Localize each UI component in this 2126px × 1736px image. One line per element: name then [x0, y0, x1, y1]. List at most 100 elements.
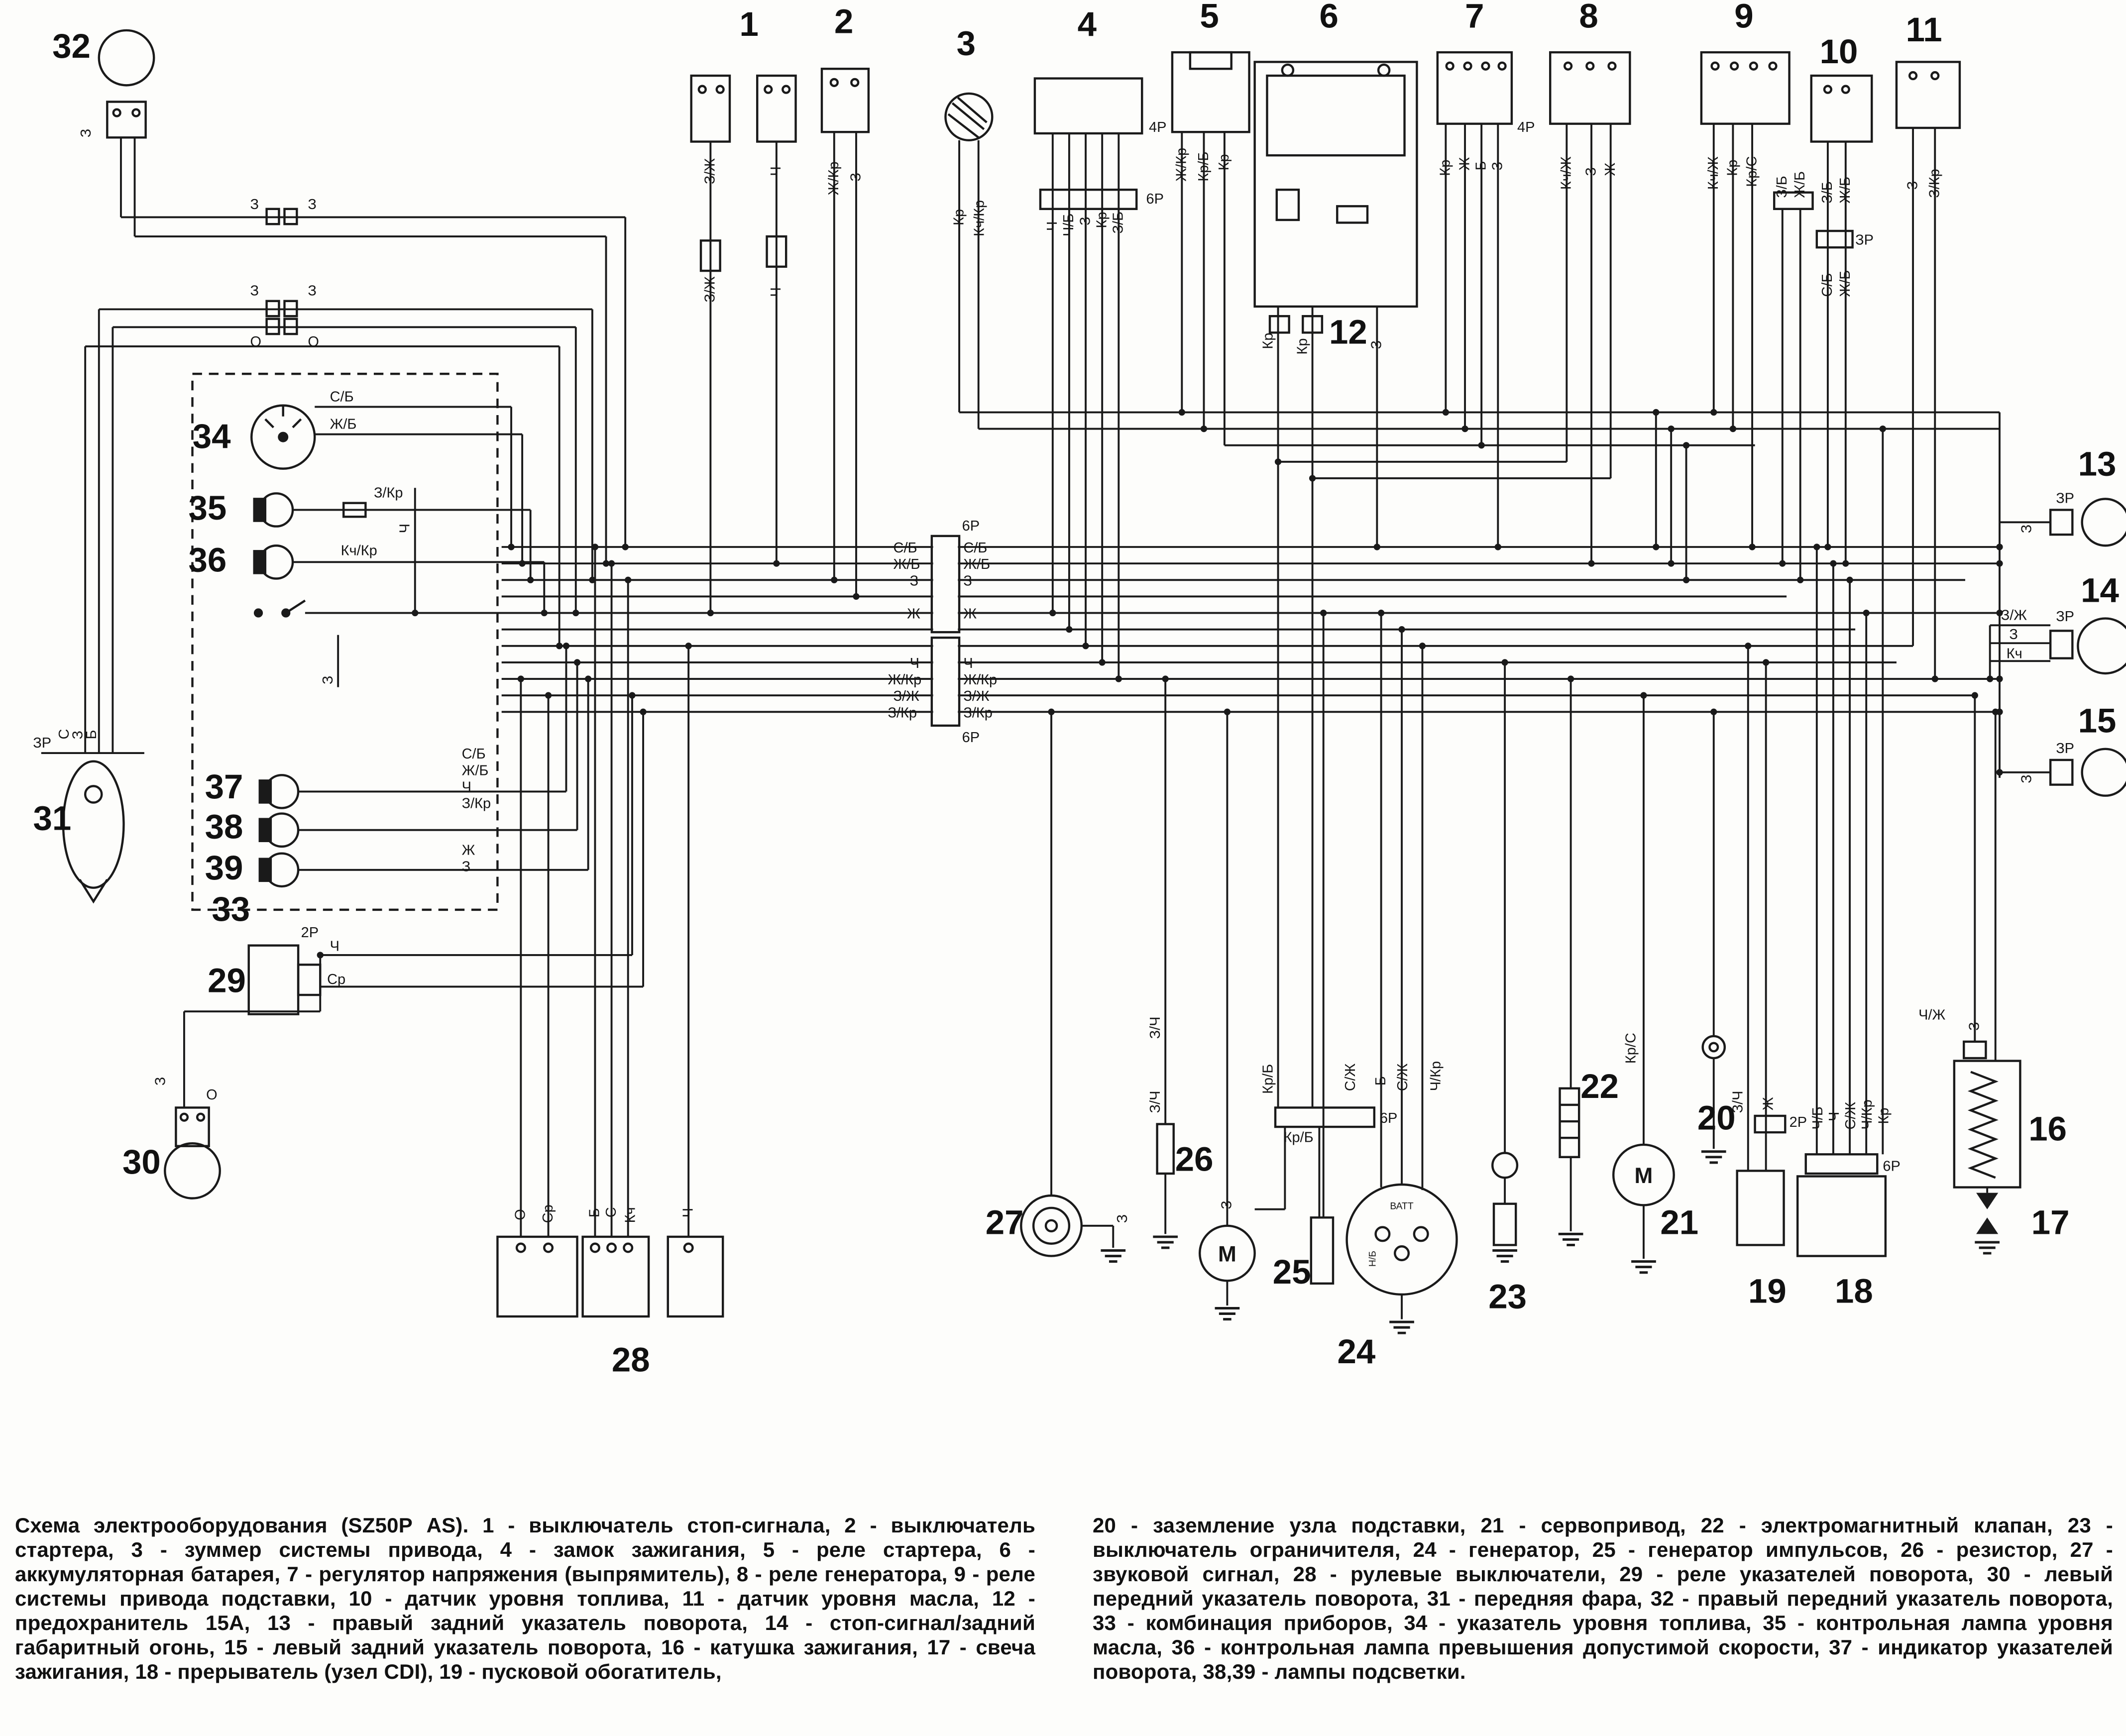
component-number-14: 14	[2081, 571, 2119, 609]
fuse-symbol	[1268, 315, 1324, 334]
fuel-gauge-symbol	[250, 404, 316, 470]
wire-label: М	[1635, 1164, 1653, 1188]
component-number-37: 37	[205, 767, 243, 806]
wire-label: З/Ч	[1147, 1091, 1163, 1113]
battery-symbol	[1253, 61, 1418, 308]
starter-relay-symbol	[1171, 51, 1250, 133]
stand-relay-symbol	[1700, 51, 1814, 211]
handlebar-switch-blocks-symbol	[496, 1235, 724, 1318]
wire-label: Кч/Ж	[1559, 156, 1574, 190]
component-number-35: 35	[188, 489, 226, 527]
wire-label: Кч	[2007, 646, 2022, 662]
wire-label: З	[308, 283, 317, 299]
wire-label: ЗР	[2056, 609, 2074, 625]
wire-label: З	[1369, 340, 1385, 349]
component-number-17: 17	[2031, 1203, 2070, 1241]
component-number-19: 19	[1748, 1272, 1787, 1310]
wire-label: Ч/Кр	[1428, 1061, 1444, 1091]
wire-label: О	[308, 334, 319, 350]
wire-harness-lines	[41, 123, 2051, 1319]
component-number-23: 23	[1488, 1277, 1527, 1315]
wire-label: Ч	[768, 287, 784, 297]
wire-label: Б	[587, 1208, 603, 1217]
wire-label: Кр	[1438, 160, 1454, 176]
component-number-32: 32	[52, 27, 91, 65]
wire-label: З	[1583, 167, 1599, 176]
component-number-26: 26	[1175, 1140, 1214, 1178]
voltage-regulator-symbol	[1436, 51, 1513, 125]
component-number-30: 30	[122, 1143, 161, 1181]
wire-label: Ж/Б	[1837, 177, 1853, 204]
component-number-15: 15	[2078, 702, 2117, 740]
ignition-lock-symbol	[1033, 77, 1143, 211]
wire-label: ЗР	[33, 735, 51, 751]
choke-enrichener-symbol	[1736, 1114, 1787, 1246]
oil-warning-lamp-symbol	[253, 492, 367, 528]
wire-label: З	[848, 173, 864, 182]
component-number-16: 16	[2028, 1110, 2067, 1148]
wire-label: Кр/Б	[1284, 1129, 1314, 1145]
wire-label: Б	[84, 730, 100, 739]
wire-label: М	[1218, 1242, 1236, 1267]
component-number-34: 34	[193, 417, 231, 455]
component-symbols	[62, 29, 2126, 1318]
wire-label: 6Р	[1883, 1158, 1900, 1174]
generator-symbol	[1274, 1106, 1458, 1296]
wire-label: Кр	[1725, 160, 1741, 176]
wire-label: С/Б	[894, 540, 917, 556]
wire-label: 4Р	[1149, 119, 1166, 135]
wire-label: Ж/Б	[963, 556, 990, 572]
wire-label: С/Б	[963, 540, 987, 556]
wire-label: Ср	[540, 1204, 556, 1223]
wire-label: Кр/Б	[1196, 152, 1212, 182]
wire-label: Ср	[327, 972, 345, 987]
backlight-lamp-symbol	[258, 812, 300, 848]
wire-label: З/Ч	[1730, 1091, 1746, 1113]
component-number-28: 28	[612, 1340, 650, 1379]
stand-ground-terminal-symbol	[1701, 1035, 1726, 1060]
wire-label: Ж	[1456, 157, 1472, 171]
wire-label: С/Б	[462, 746, 486, 762]
component-number-18: 18	[1835, 1272, 1873, 1310]
wire-label: З/Ж	[2001, 607, 2027, 623]
wire-label: 4Р	[1517, 119, 1535, 135]
wire-label: З	[320, 676, 336, 685]
wire-label: ЗР	[2056, 491, 2074, 507]
wire-label: З	[1077, 217, 1093, 225]
wire-label: С/Ж	[1843, 1102, 1859, 1130]
component-number-7: 7	[1465, 0, 1484, 35]
wire-label: С	[56, 729, 72, 740]
wire-label: С/Ж	[1395, 1063, 1411, 1091]
wire-label: Кр	[1094, 212, 1110, 228]
wire-label: С/Б	[1819, 273, 1835, 297]
wire-label: З	[2019, 774, 2035, 783]
wire-label: З/Кр	[963, 705, 993, 721]
stoplight-switch-symbol	[690, 74, 797, 272]
horn-symbol	[1020, 1194, 1083, 1257]
wire-label: Кч	[623, 1207, 639, 1223]
wire-label: З	[1490, 162, 1506, 170]
component-number-21: 21	[1660, 1203, 1698, 1241]
wire-label: З	[70, 731, 86, 740]
instrument-cluster-outline	[191, 372, 499, 911]
buzzer-symbol	[944, 92, 994, 141]
wire-label: Ж/Б	[894, 556, 920, 572]
component-number-39: 39	[205, 849, 243, 887]
component-number-36: 36	[188, 541, 226, 579]
fuel-sensor-symbol	[1810, 74, 1873, 249]
wire-label: Ж/Б	[1792, 171, 1808, 198]
legend: Схема электрооборудования (SZ50Р AS). 1 …	[15, 1513, 2113, 1684]
wire-label: З	[2019, 525, 2035, 534]
wire-label: Ч/Ж	[1918, 1007, 1945, 1023]
wire-label: Кч/Кр	[341, 543, 377, 559]
wire-label: Ж	[1602, 163, 1618, 176]
component-number-12: 12	[1329, 313, 1367, 351]
stop-tail-lamp-symbol	[2049, 617, 2126, 675]
wire-label: Ч	[1044, 221, 1060, 231]
wire-label: Ж/Б	[462, 762, 489, 778]
wire-label: З	[1219, 1200, 1235, 1209]
component-number-29: 29	[208, 962, 246, 1000]
component-number-3: 3	[957, 24, 976, 63]
